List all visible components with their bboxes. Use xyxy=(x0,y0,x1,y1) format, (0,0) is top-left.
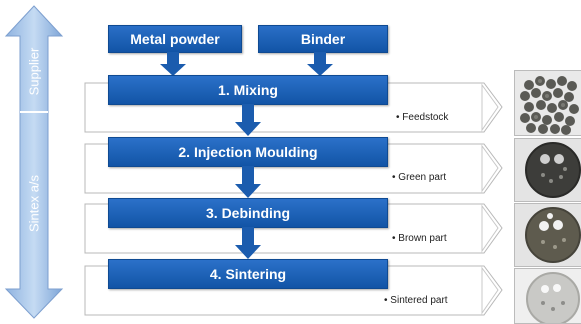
injection-to-debinding-arrow xyxy=(235,166,261,198)
step-debinding: 3. Debinding xyxy=(108,198,388,228)
metal-powder-down-arrow xyxy=(160,52,186,76)
step-sintering: 4. Sintering xyxy=(108,259,388,289)
binder-down-arrow xyxy=(307,52,333,76)
sintered-part-image xyxy=(514,268,581,324)
metal-powder-box: Metal powder xyxy=(108,25,242,53)
output-green-part: • Green part xyxy=(392,172,447,183)
output-sintered-part: • Sintered part xyxy=(384,295,448,306)
supplier-label: Supplier xyxy=(26,47,42,96)
binder-box: Binder xyxy=(258,25,388,53)
green-part-image xyxy=(514,138,581,202)
feedstock-pellets-image xyxy=(514,70,581,136)
sintex-label: Sintex a/s xyxy=(26,174,42,233)
brown-part-image xyxy=(514,203,581,267)
debinding-to-sintering-arrow xyxy=(235,227,261,259)
step-mixing: 1. Mixing xyxy=(108,75,388,105)
supplier-sintex-double-arrow xyxy=(4,5,64,319)
output-feedstock: • Feedstock xyxy=(396,112,449,123)
mixing-to-injection-arrow xyxy=(235,104,261,136)
step-injection-moulding: 2. Injection Moulding xyxy=(108,137,388,167)
output-brown-part: • Brown part xyxy=(392,233,447,244)
